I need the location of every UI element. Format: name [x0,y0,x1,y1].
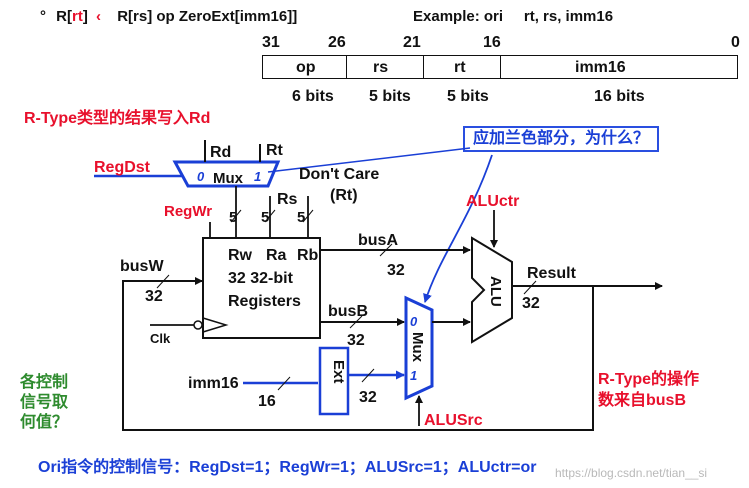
bit-label-0: 0 [731,34,740,51]
regdst-mux [172,160,281,188]
header-line: ° R[rt] ‹ R[rs] op ZeroExt[imm16]] [40,9,297,24]
label-mux-top: Mux [213,170,244,187]
control-question-line: 信号取 [20,394,69,411]
label-busw: busW [120,258,164,275]
slash [302,209,314,223]
field-imm16: imm16 [575,59,626,76]
control-question-line: 各控制 [20,374,69,391]
label-ra: Ra [266,247,287,264]
control-question-line: 何值？ [20,414,69,431]
label-width-5: 5 [261,209,269,226]
label-regdst: RegDst [94,159,151,176]
ext-unit [318,346,350,416]
rtype-operand-line: 数来自busB [598,392,687,409]
label-rw: Rw [228,247,253,264]
callout-pointer-mux [423,154,493,303]
label-mux-top-0: 0 [197,169,205,184]
width-imm16: 16 bits [594,88,645,105]
label-regwr: RegWr [164,203,212,220]
slash [156,274,170,289]
label-mux-alu-0: 0 [410,314,418,329]
ori-control-signals: Ori指令的控制信号：RegDst=1；RegWr=1；ALUSrc=1；ALU… [38,459,537,476]
label-busb: busB [328,303,368,320]
clk-bubble [193,320,203,330]
header-example: Example: ori rt, rs, imm16 [413,8,614,25]
slash [379,243,393,257]
field-divider [500,56,501,78]
header-assign-arrow: ‹ [96,8,102,25]
label-reg-line2: Registers [228,293,301,310]
slash [349,315,363,329]
label-imm16-width: 16 [258,393,276,410]
label-mux-alu-1: 1 [410,368,417,383]
field-rt: rt [454,59,466,76]
bit-label-26: 26 [328,34,346,51]
slash [264,209,276,223]
bit-label-21: 21 [403,34,421,51]
slash [230,209,242,223]
label-rd: Rd [210,144,231,161]
label-busa: busA [358,232,398,249]
alusrc-mux [404,295,434,401]
header-rt-prefix: R[ [56,8,72,25]
header-expression: R[rs] op ZeroExt[imm16]] [117,8,298,25]
label-busa-width: 32 [387,262,405,279]
label-mux-alu: Mux [409,332,426,363]
width-rt: 5 bits [447,88,489,105]
header-rt-suffix: ] [82,8,88,25]
slash [361,368,375,383]
control-question: 各控制 信号取 何值？ [20,373,90,433]
label-reg-line1: 32 32-bit [228,270,294,287]
field-op: op [296,59,316,76]
bit-label-31: 31 [262,34,280,51]
clk-triangle [202,317,229,333]
field-divider [423,56,424,78]
instruction-format-box: op rs rt imm16 [262,55,738,79]
label-busw-width: 32 [145,288,163,305]
label-aluctr: ALUctr [466,193,519,210]
label-alu: ALU [487,276,504,307]
label-width-5: 5 [229,209,237,226]
watermark: https://blog.csdn.net/tian__si [555,466,708,480]
label-busb-width: 32 [347,332,365,349]
header-rt-reg: rt [72,8,83,25]
register-file [202,237,321,339]
label-width-5: 5 [297,209,305,226]
rtype-result-note: R-Type类型的结果写入Rd [24,110,211,127]
header-bullet: ° [40,8,46,25]
label-rb: Rb [297,247,319,264]
slash [277,376,291,391]
field-divider [346,56,347,78]
label-rt: Rt [266,142,284,159]
label-alusrc: ALUSrc [424,412,483,429]
callout-pointer-top [267,147,471,173]
rtype-operand-line: R-Type的操作 [598,371,700,388]
label-imm16: imm16 [188,375,239,392]
label-mux-top-1: 1 [254,169,261,184]
bit-label-16: 16 [483,34,501,51]
field-rs: rs [373,59,389,76]
width-rs: 5 bits [369,88,411,105]
label-dont-care: Don't Care [299,166,379,183]
label-rs: Rs [277,191,298,208]
callout-why-blue: 应加兰色部分，为什么？ [463,126,660,152]
rtype-operand-note: R-Type的操作 数来自busB [598,369,738,411]
label-ext: Ext [330,360,347,383]
busw-feedback-wire [122,280,594,431]
label-result-width: 32 [522,295,540,312]
label-result: Result [527,265,577,282]
slash [523,280,537,295]
alu-unit [471,236,513,344]
label-ext-width: 32 [359,389,377,406]
label-clk: Clk [150,331,171,346]
label-dont-care-rt: (Rt) [330,187,358,204]
width-op: 6 bits [292,88,334,105]
